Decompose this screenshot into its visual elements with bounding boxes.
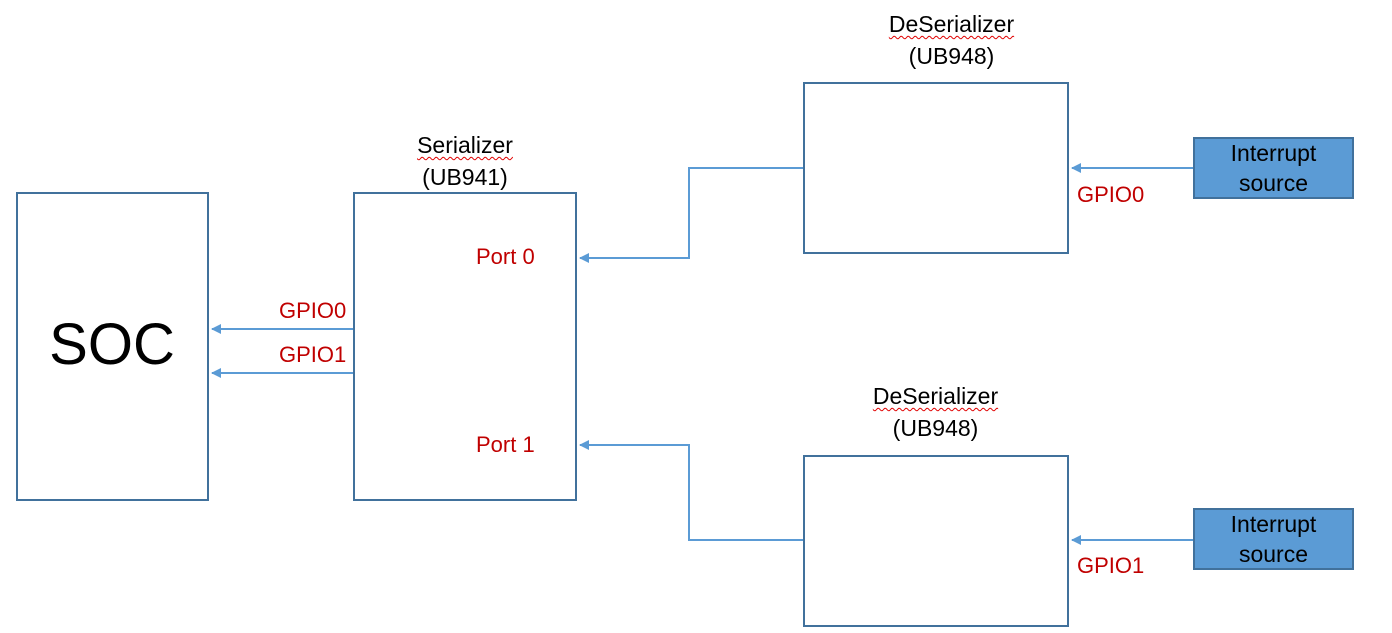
serializer-block: [353, 192, 577, 501]
deserializer-top-gpio-label: GPIO0: [1077, 182, 1145, 207]
deserializer-bottom-block: [803, 455, 1069, 627]
serializer-port0-label: Port 0: [476, 244, 535, 269]
soc-block: [16, 192, 209, 501]
interrupt-source-top-line1: Interrupt: [1230, 140, 1317, 166]
deserializer-top-title-text: DeSerializer: [888, 11, 1015, 37]
interrupt-source-top-line2: source: [1238, 170, 1309, 196]
serializer-title-text: Serializer: [417, 132, 513, 158]
deserializer-top-title: DeSerializer: [803, 10, 1100, 38]
port1-connector: [579, 440, 803, 541]
deserializer-top-model: (UB948): [908, 43, 995, 69]
deserializer-bottom-gpio-label: GPIO1: [1077, 553, 1145, 578]
interrupt-source-bottom-line2: source: [1238, 541, 1309, 567]
deserializer-bottom-model: (UB948): [892, 415, 979, 441]
interrupt-source-top: Interrupt source: [1193, 137, 1354, 199]
deserializer-top-block: [803, 82, 1069, 254]
serializer-model: (UB941): [422, 164, 508, 190]
interrupt-source-bottom-line1: Interrupt: [1230, 511, 1317, 537]
port0-connector: [579, 167, 803, 263]
soc-gpio0-label: GPIO0: [279, 298, 347, 323]
interrupt-source-bottom: Interrupt source: [1193, 508, 1354, 570]
deserializer-bottom-title-text: DeSerializer: [872, 383, 999, 409]
serializer-title: Serializer: [353, 131, 577, 159]
serializer-port1-label: Port 1: [476, 432, 535, 457]
deserializer-bottom-title: DeSerializer: [787, 382, 1084, 410]
soc-label: SOC: [49, 312, 175, 377]
soc-gpio1-label: GPIO1: [279, 342, 347, 367]
